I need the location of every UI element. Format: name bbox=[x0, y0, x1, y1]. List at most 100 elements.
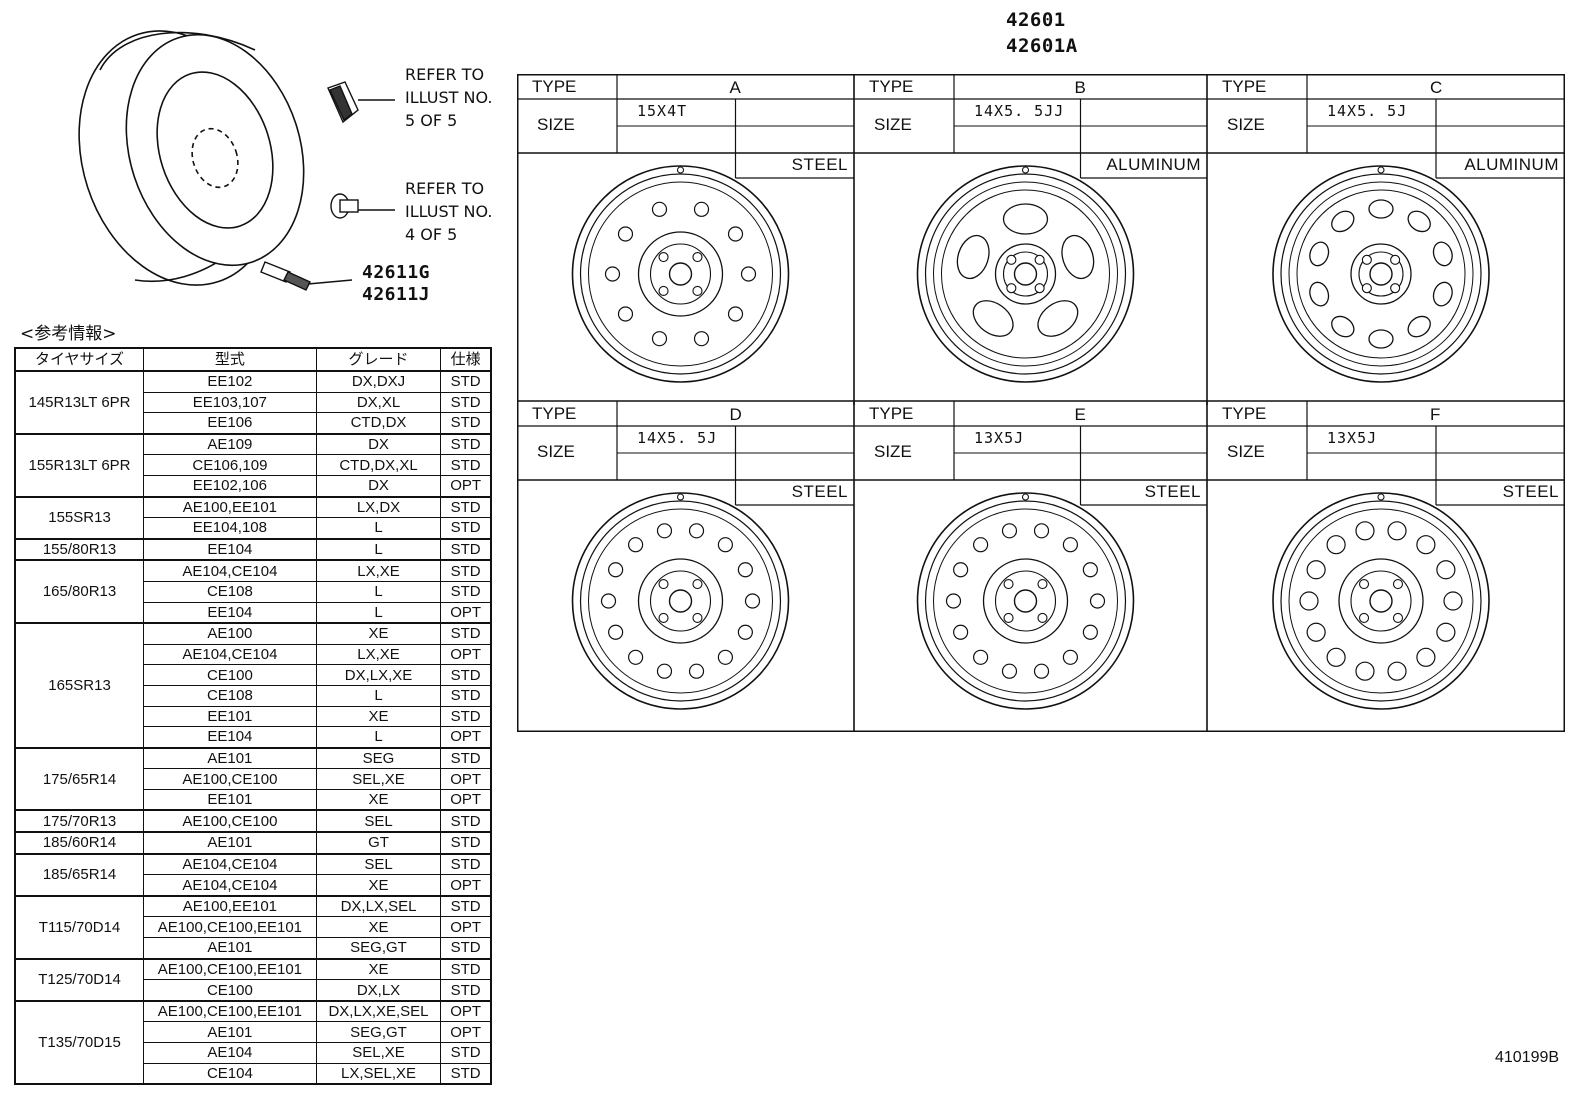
size-value: 14X5. 5JJ bbox=[974, 102, 1065, 120]
size-label: SIZE bbox=[537, 115, 575, 134]
model-cell: AE104,CE104 bbox=[143, 874, 317, 897]
tire-size-cell: 155R13LT 6PR bbox=[14, 432, 145, 498]
wheel-vent-slot bbox=[1368, 329, 1394, 349]
lug-hole bbox=[658, 251, 669, 263]
spec-cell: STD bbox=[440, 517, 492, 540]
wheel-vent-hole bbox=[717, 649, 733, 665]
model-cell: CE104 bbox=[143, 1062, 317, 1085]
header-grade: グレード bbox=[315, 347, 442, 372]
model-cell: AE100,CE100 bbox=[143, 809, 317, 833]
grade-cell: DX,LX bbox=[315, 979, 442, 1002]
wheel-vent-hole bbox=[1001, 663, 1018, 679]
header-tire-size: タイヤサイズ bbox=[14, 347, 145, 372]
grade-cell: XE bbox=[315, 874, 442, 897]
part-number-main: 42601 bbox=[1006, 9, 1066, 31]
spec-cell: OPT bbox=[440, 999, 492, 1023]
wheel-vent-hole bbox=[1082, 562, 1098, 578]
lug-hole bbox=[1358, 612, 1370, 624]
spec-cell: STD bbox=[440, 831, 492, 855]
spec-cell: OPT bbox=[440, 474, 492, 498]
model-cell: EE101 bbox=[143, 705, 317, 728]
grade-cell: LX,DX bbox=[315, 495, 442, 519]
tire-size-cell: 145R13LT 6PR bbox=[14, 370, 145, 435]
grade-cell: XE bbox=[315, 957, 442, 981]
wheel-vent-hole bbox=[1443, 591, 1463, 611]
wheel-vent-hole bbox=[1306, 560, 1326, 580]
type-value: E bbox=[1074, 405, 1086, 424]
material-label: STEEL bbox=[1502, 482, 1559, 501]
wheel-vent-hole bbox=[1033, 663, 1050, 679]
spec-cell: STD bbox=[440, 559, 492, 582]
wheel-vent-hole bbox=[693, 201, 710, 217]
spec-cell: STD bbox=[440, 684, 492, 707]
valve-hole bbox=[1021, 166, 1030, 174]
grade-cell: DX,LX,XE bbox=[315, 664, 442, 686]
tire-size-cell: T125/70D14 bbox=[14, 957, 145, 1002]
wheel-vent-hole bbox=[973, 649, 989, 665]
wheel-vent-hole bbox=[617, 306, 634, 322]
lug-hole bbox=[1361, 283, 1372, 294]
grade-cell: SEL bbox=[315, 809, 442, 833]
lug-hole bbox=[1003, 578, 1014, 590]
grade-cell: SEG bbox=[315, 746, 442, 770]
center-bore bbox=[1013, 262, 1038, 286]
size-label: SIZE bbox=[874, 442, 912, 461]
model-cell: EE104 bbox=[143, 537, 317, 561]
spec-cell: STD bbox=[440, 746, 492, 770]
wheel-vent-hole bbox=[953, 562, 969, 578]
grade-cell: SEL,XE bbox=[315, 1042, 442, 1064]
wheel-vent-hole bbox=[688, 523, 705, 539]
grade-cell: DX bbox=[315, 474, 442, 498]
model-cell: AE101 bbox=[143, 937, 317, 960]
wheel-vent-hole bbox=[1299, 591, 1319, 611]
wheel-grid-lines bbox=[517, 74, 1565, 732]
grade-cell: XE bbox=[315, 622, 442, 645]
grid-border bbox=[517, 74, 1565, 732]
lug-hole bbox=[1358, 578, 1370, 590]
material-label: STEEL bbox=[1144, 482, 1201, 501]
valve-hole bbox=[676, 493, 685, 501]
grade-cell: CTD,DX,XL bbox=[315, 454, 442, 476]
model-cell: EE104,108 bbox=[143, 517, 317, 540]
model-cell: EE102 bbox=[143, 369, 317, 393]
grade-cell: SEL,XE bbox=[315, 768, 442, 790]
model-cell: EE103,107 bbox=[143, 391, 317, 414]
wheel-vent-slot bbox=[1368, 199, 1394, 219]
wheel-vent-hole bbox=[1326, 535, 1346, 555]
spec-cell: STD bbox=[440, 369, 492, 393]
spec-cell: STD bbox=[440, 705, 492, 728]
size-label: SIZE bbox=[1227, 115, 1265, 134]
grade-cell: L bbox=[315, 726, 442, 749]
center-bore bbox=[1369, 589, 1393, 613]
wheel-vent-slot bbox=[956, 234, 990, 280]
spec-cell: STD bbox=[440, 1062, 492, 1085]
refer-callout-1-line3: 5 OF 5 bbox=[405, 111, 458, 130]
header-model: 型式 bbox=[143, 347, 317, 372]
spec-cell: OPT bbox=[440, 874, 492, 897]
wheel-vent-hole bbox=[973, 537, 989, 553]
material-label: ALUMINUM bbox=[1464, 155, 1559, 174]
wheel-vent-slot bbox=[1309, 281, 1330, 307]
grade-cell: XE bbox=[315, 705, 442, 728]
lug-hole bbox=[658, 612, 669, 624]
tire-size-cell: T135/70D15 bbox=[14, 999, 145, 1085]
spec-cell: STD bbox=[440, 454, 492, 476]
spec-cell: STD bbox=[440, 894, 492, 918]
reference-title: <参考情報> bbox=[20, 324, 117, 344]
model-cell: AE100,CE100,EE101 bbox=[143, 916, 317, 939]
model-cell: CE100 bbox=[143, 979, 317, 1002]
refer-callout-2-line2: ILLUST NO. bbox=[405, 202, 493, 221]
model-cell: AE100,CE100 bbox=[143, 768, 317, 790]
material-label: ALUMINUM bbox=[1106, 155, 1201, 174]
size-value: 15X4T bbox=[637, 102, 688, 120]
